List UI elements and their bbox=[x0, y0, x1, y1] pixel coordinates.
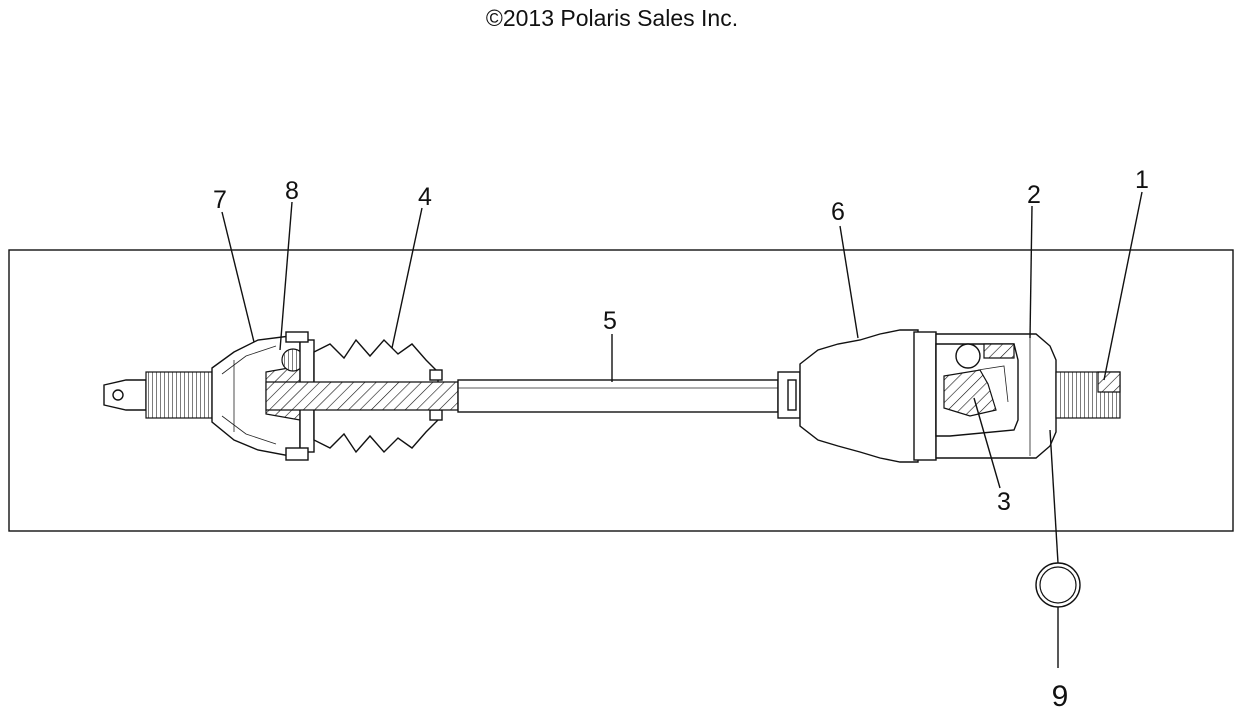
callout-1: 1 bbox=[1135, 166, 1149, 194]
left-shaft-section bbox=[265, 381, 459, 411]
right-cv-joint-assembly bbox=[777, 329, 1121, 463]
callout-9: 9 bbox=[1052, 680, 1069, 713]
callout-5: 5 bbox=[603, 307, 617, 335]
callout-6: 6 bbox=[831, 198, 845, 226]
callout-2: 2 bbox=[1027, 181, 1041, 209]
diagram-frame bbox=[8, 249, 1234, 532]
callout-3: 3 bbox=[997, 488, 1011, 516]
seal-ring bbox=[1035, 562, 1081, 608]
leader-lines bbox=[221, 191, 1143, 668]
copyright-text: ©2013 Polaris Sales Inc. bbox=[486, 5, 738, 31]
callout-8: 8 bbox=[285, 177, 299, 205]
axle-shaft bbox=[457, 379, 779, 413]
callout-7: 7 bbox=[213, 186, 227, 214]
callout-4: 4 bbox=[418, 183, 432, 211]
